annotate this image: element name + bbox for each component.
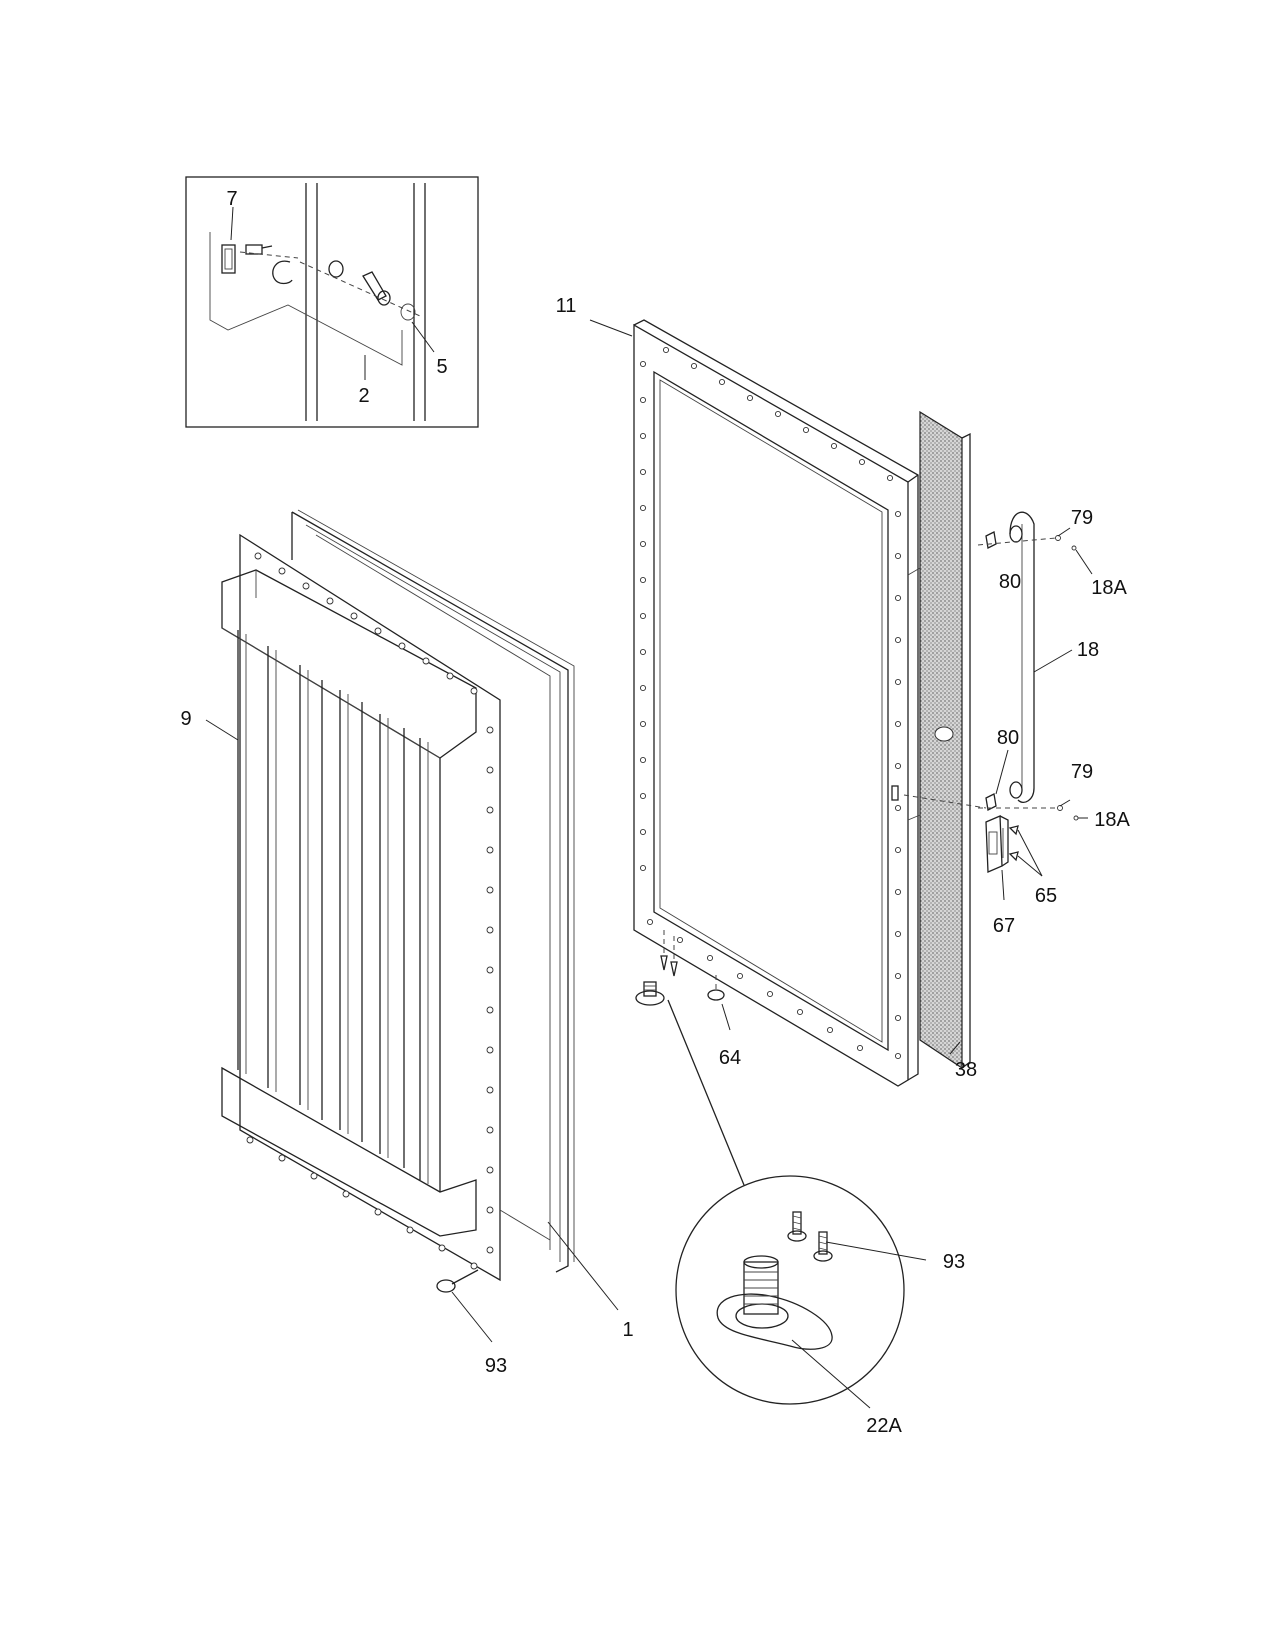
lock-detail-inset: 7 5 2 — [185, 176, 479, 428]
spacer-icon — [985, 531, 997, 811]
callout-64: 64 — [719, 1047, 741, 1069]
callout-65: 65 — [1035, 885, 1057, 907]
callout-9: 9 — [180, 708, 191, 730]
callout-18A-lower: 18A — [1094, 809, 1130, 831]
door-handle — [903, 511, 1079, 821]
lock-cylinder-icon — [328, 260, 416, 321]
callout-38: 38 — [955, 1059, 977, 1081]
handle-bracket — [985, 815, 1019, 873]
callout-93-lower: 93 — [485, 1355, 507, 1377]
lock-bezel-icon — [221, 244, 236, 274]
clip-icon — [272, 260, 293, 285]
screw-93-lower — [436, 1269, 479, 1293]
hinge-detail-circle — [667, 999, 905, 1405]
callout-18A-upper: 18A — [1091, 577, 1127, 599]
callout-93-detail: 93 — [943, 1251, 965, 1273]
door-outer-frame — [633, 319, 919, 1087]
callout-11: 11 — [556, 295, 577, 317]
callout-5: 5 — [436, 356, 447, 378]
screw-icon — [787, 1211, 833, 1262]
door-gasket — [291, 509, 575, 1273]
callout-7: 7 — [226, 188, 237, 210]
callout-1: 1 — [622, 1319, 633, 1341]
callout-80-upper: 80 — [999, 571, 1021, 593]
key-icon — [245, 244, 273, 255]
callout-18: 18 — [1077, 639, 1099, 661]
hinge-pin-icon — [635, 981, 665, 1006]
callout-67: 67 — [993, 915, 1015, 937]
callout-2: 2 — [358, 385, 369, 407]
callout-80-lower: 80 — [997, 727, 1019, 749]
door-liner-panel — [221, 533, 501, 1282]
callout-79-upper: 79 — [1071, 507, 1093, 529]
plug-icon — [707, 989, 725, 1001]
callout-22A: 22A — [866, 1415, 902, 1437]
handle-trim-strip — [907, 410, 971, 1070]
callout-79-lower: 79 — [1071, 761, 1093, 783]
